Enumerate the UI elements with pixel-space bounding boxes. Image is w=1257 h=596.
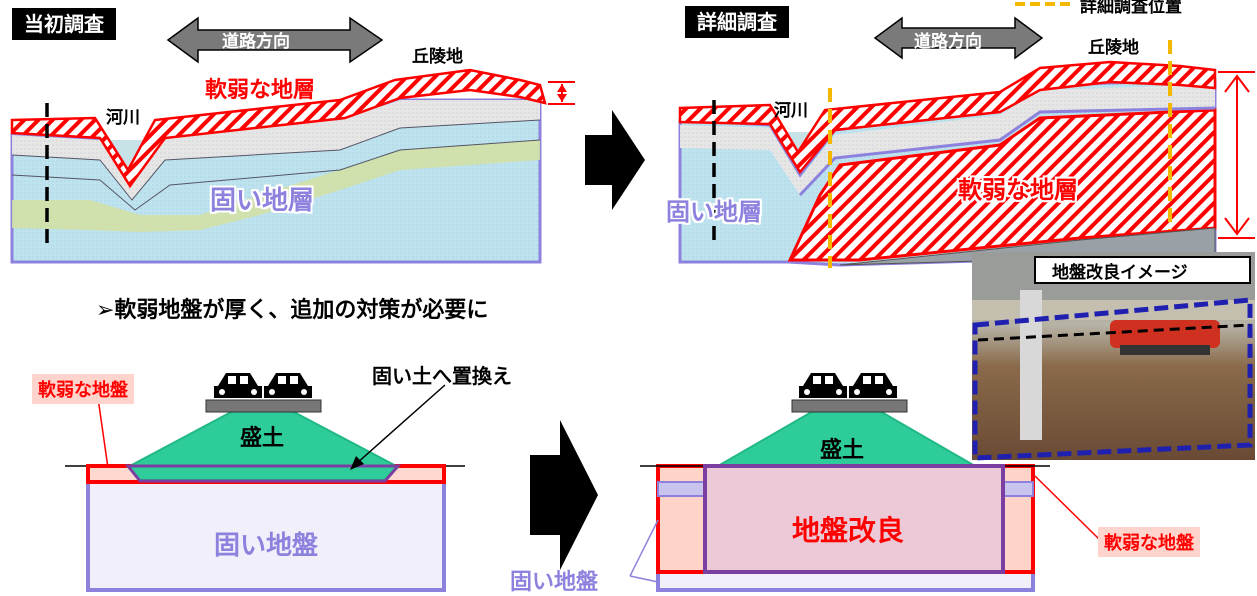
river-label: 河川 bbox=[106, 108, 140, 128]
ground-improvement-label: 地盤改良 bbox=[792, 514, 905, 547]
transition-arrow-bottom bbox=[530, 420, 598, 570]
replacement-label: 固い土へ置換え bbox=[372, 364, 512, 388]
embankment-label: 盛土 bbox=[820, 438, 865, 463]
hard-ground-label: 固い地盤 bbox=[510, 570, 599, 595]
detailed-survey-title: 詳細調査 bbox=[685, 6, 789, 38]
photo-caption: 地盤改良イメージ bbox=[1052, 263, 1188, 283]
hill-label: 丘陵地 bbox=[1088, 38, 1139, 58]
hill-label: 丘陵地 bbox=[412, 47, 463, 67]
road-direction-label: 道路方向 bbox=[222, 32, 290, 52]
road-direction-label: 道路方向 bbox=[914, 32, 982, 52]
car-icon bbox=[849, 373, 897, 398]
detailed-survey-section bbox=[678, 2, 1255, 268]
river-label: 河川 bbox=[774, 101, 808, 121]
hard-layer-label: 固い地層 bbox=[210, 186, 315, 216]
car-icon bbox=[214, 373, 262, 398]
transition-arrow-top bbox=[585, 110, 645, 210]
car-icon bbox=[799, 373, 847, 398]
improvement-section bbox=[629, 399, 1101, 592]
survey-position-legend: 詳細調査位置 bbox=[1080, 0, 1182, 17]
soft-layer-label: 軟弱な地層 bbox=[205, 78, 316, 103]
note-text: ➢軟弱地盤が厚く、追加の対策が必要に bbox=[96, 298, 489, 323]
embankment-label: 盛土 bbox=[240, 426, 285, 451]
initial-survey-title: 当初調査 bbox=[12, 8, 116, 40]
replacement-section bbox=[65, 384, 465, 592]
soft-ground-label: 軟弱な地盤 bbox=[1098, 527, 1200, 557]
initial-survey-section bbox=[10, 16, 575, 264]
soft-layer-label: 軟弱な地層 bbox=[958, 176, 1078, 204]
ground-improvement-photo bbox=[972, 252, 1255, 461]
car-icon bbox=[264, 373, 312, 398]
hard-ground-label: 固い地盤 bbox=[214, 531, 319, 561]
soft-ground-label: 軟弱な地盤 bbox=[32, 374, 134, 404]
hard-layer-label: 固い地層 bbox=[666, 198, 762, 226]
